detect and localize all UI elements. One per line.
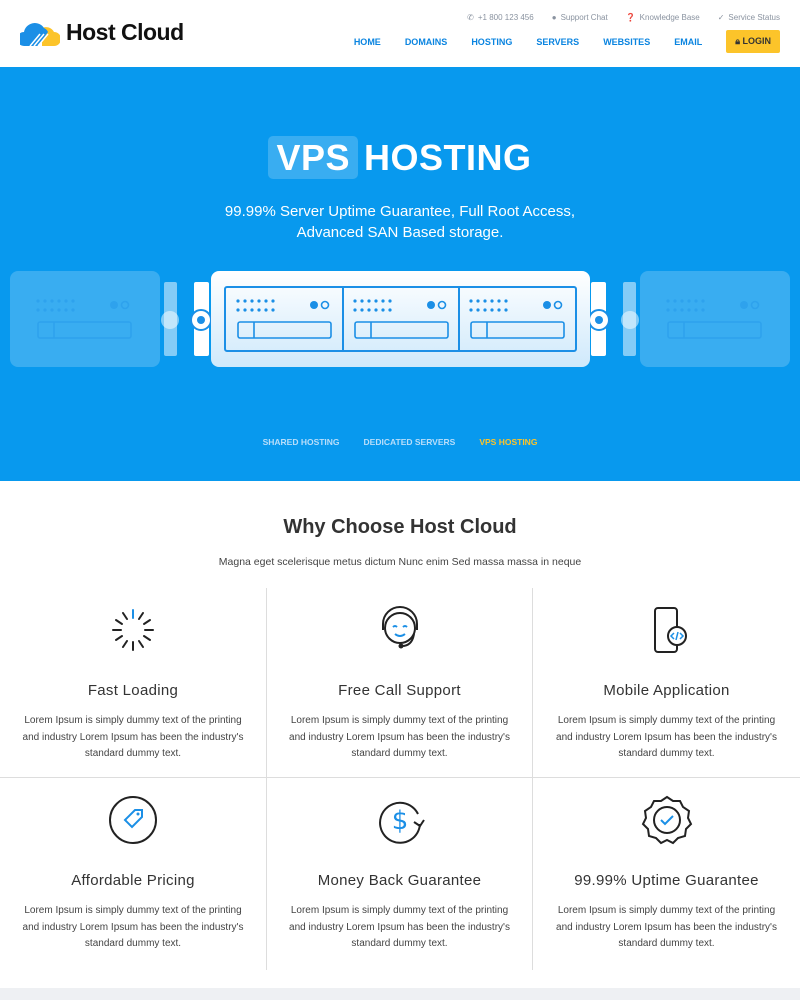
feature-card: Free Call Support Lorem Ipsum is simply … xyxy=(267,588,533,778)
badge-check-icon xyxy=(641,795,692,845)
feature-text: Lorem Ipsum is simply dummy text of the … xyxy=(556,715,777,759)
chat-icon: ● xyxy=(551,13,557,22)
topbar-knowledge-base[interactable]: ❓Knowledge Base xyxy=(626,13,700,22)
section-title: Why Choose Host Cloud xyxy=(283,516,517,538)
support-agent-icon xyxy=(381,606,418,649)
nav-hosting[interactable]: HOSTING xyxy=(471,36,513,47)
feature-text: Lorem Ipsum is simply dummy text of the … xyxy=(22,905,244,949)
topbar-label: +1 800 123 456 xyxy=(477,13,534,22)
server-faded-right xyxy=(640,271,790,367)
topbar: ✆+1 800 123 456 ●Support Chat ❓Knowledge… xyxy=(467,13,780,22)
feature-text: Lorem Ipsum is simply dummy text of the … xyxy=(289,715,510,759)
check-icon: ✓ xyxy=(717,13,725,22)
feature-title: Affordable Pricing xyxy=(71,872,195,889)
nav-home[interactable]: HOME xyxy=(353,36,381,47)
main-nav: HOME DOMAINS HOSTING SERVERS WEBSITES EM… xyxy=(354,30,780,53)
topbar-label: Support Chat xyxy=(560,13,608,22)
nav-email[interactable]: EMAIL xyxy=(674,36,703,47)
feature-text: Lorem Ipsum is simply dummy text of the … xyxy=(556,905,777,949)
login-button[interactable]: 🔒︎ LOGIN xyxy=(726,30,780,53)
lock-icon: 🔒︎ xyxy=(735,36,743,46)
phone-icon: ✆ xyxy=(467,13,474,22)
feature-title: Fast Loading xyxy=(87,682,179,699)
dollar-refresh-icon: $ xyxy=(378,801,425,844)
feature-text: Lorem Ipsum is simply dummy text of the … xyxy=(22,715,244,759)
cloud-logo-icon xyxy=(20,23,60,47)
tab-vps-hosting[interactable]: VPS HOSTING xyxy=(479,437,538,447)
mobile-code-icon xyxy=(653,607,687,653)
subtitle-line: 99.99% Server Uptime Guarantee, Full Roo… xyxy=(224,203,576,220)
features-grid: Fast Loading Lorem Ipsum is simply dummy… xyxy=(0,588,800,970)
topbar-support-chat[interactable]: ●Support Chat xyxy=(552,13,608,22)
title-highlight: VPS xyxy=(268,136,359,179)
feature-card: Mobile Application Lorem Ipsum is simply… xyxy=(533,588,800,778)
logo-text: Host Cloud xyxy=(66,18,184,45)
login-label: LOGIN xyxy=(742,36,772,46)
feature-card: Fast Loading Lorem Ipsum is simply dummy… xyxy=(0,588,267,778)
tab-dedicated-servers[interactable]: DEDICATED SERVERS xyxy=(363,437,456,447)
footer-band xyxy=(0,988,800,1000)
header: Host Cloud ✆+1 800 123 456 ●Support Chat… xyxy=(0,0,800,67)
tab-shared-hosting[interactable]: SHARED HOSTING xyxy=(262,437,340,447)
hero-subtitle: 99.99% Server Uptime Guarantee, Full Roo… xyxy=(0,201,800,243)
feature-title: Money Back Guarantee xyxy=(317,872,482,889)
nav-servers[interactable]: SERVERS xyxy=(536,36,580,47)
feature-card: 99.99% Uptime Guarantee Lorem Ipsum is s… xyxy=(533,778,800,970)
section-subtitle: Magna eget scelerisque metus dictum Nunc… xyxy=(218,556,582,568)
topbar-label: Knowledge Base xyxy=(639,13,700,22)
feature-title: 99.99% Uptime Guarantee xyxy=(574,872,759,889)
server-faded-left xyxy=(10,271,160,367)
topbar-phone[interactable]: ✆+1 800 123 456 xyxy=(467,13,534,22)
topbar-service-status[interactable]: ✓Service Status xyxy=(718,13,780,22)
question-icon: ❓ xyxy=(625,13,636,22)
feature-card: $ Money Back Guarantee Lorem Ipsum is si… xyxy=(267,778,533,970)
svg-text:$: $ xyxy=(391,806,408,836)
nav-websites[interactable]: WEBSITES xyxy=(603,36,651,47)
loading-icon xyxy=(112,609,154,651)
feature-title: Free Call Support xyxy=(338,682,461,699)
server-main xyxy=(211,271,590,367)
title-rest: HOSTING xyxy=(364,137,532,178)
subtitle-line: Advanced SAN Based storage. xyxy=(296,224,504,241)
feature-text: Lorem Ipsum is simply dummy text of the … xyxy=(289,905,510,949)
feature-title: Mobile Application xyxy=(603,682,730,699)
server-illustration xyxy=(10,271,790,367)
nav-domains[interactable]: DOMAINS xyxy=(404,36,448,47)
feature-card: Affordable Pricing Lorem Ipsum is simply… xyxy=(0,778,267,970)
topbar-label: Service Status xyxy=(728,13,780,22)
hosting-tabs: SHARED HOSTING DEDICATED SERVERS VPS HOS… xyxy=(0,437,800,447)
logo[interactable]: Host Cloud xyxy=(20,16,184,48)
price-tag-icon xyxy=(109,796,157,844)
